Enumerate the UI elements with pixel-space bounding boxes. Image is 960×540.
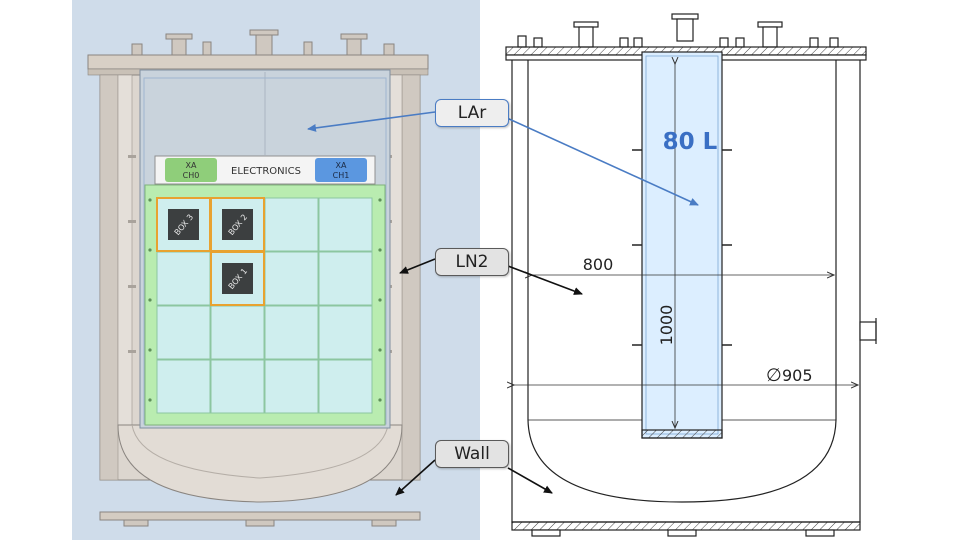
lar-arrow-right (506, 117, 699, 206)
grid-cell (210, 359, 265, 414)
sipm-box-outline (210, 251, 265, 306)
lar-arrow-left (307, 111, 436, 132)
wall-callout: Wall (435, 440, 509, 468)
technical-drawing (505, 13, 877, 537)
grid-cell (264, 251, 319, 306)
grid-cell (210, 305, 265, 360)
frame-bolts (148, 198, 382, 402)
lar-callout: LAr (435, 99, 509, 127)
grid-cell (264, 197, 319, 252)
volume-label: 80 L (663, 129, 718, 155)
drawing-top-ports (517, 13, 839, 48)
xa-ch1-line1: XA (336, 161, 347, 170)
electronics-label: ELECTRONICS (231, 166, 301, 177)
xa-ch1-line2: CH1 (333, 171, 350, 180)
width-value: 800 (583, 255, 614, 274)
grid-cell (318, 251, 373, 306)
ln2-callout: LN2 (435, 248, 509, 276)
grid-cell (318, 359, 373, 414)
grid-cell (156, 305, 211, 360)
wall-arrow-left (395, 459, 436, 496)
top-ports (131, 29, 395, 57)
diameter-symbol: ∅ (766, 365, 782, 386)
sipm-box (222, 209, 253, 240)
ln2-arrow-left (399, 258, 436, 274)
xa-ch0-line1: XA (186, 161, 197, 170)
lar-column (641, 51, 723, 439)
xa-ch0-line2: CH0 (183, 171, 200, 180)
drawing-dome (527, 419, 837, 503)
grid-cell (156, 251, 211, 306)
xa-ch0-module (165, 158, 217, 182)
grid-cell (318, 305, 373, 360)
grid-cell (264, 359, 319, 414)
grid-cell (318, 197, 373, 252)
wall-arrow-right (507, 467, 553, 494)
diameter-value: 905 (782, 366, 813, 385)
bottom-flange (99, 511, 421, 521)
electronics-bar: XA CH0 ELECTRONICS XA CH1 (154, 155, 376, 185)
ln2-arrow-right (507, 265, 583, 295)
xa-ch1-module (315, 158, 367, 182)
grid-cell (156, 359, 211, 414)
sipm-box (222, 263, 253, 294)
grid-cell (264, 305, 319, 360)
top-flange (87, 54, 429, 70)
sipm-box (168, 209, 199, 240)
height-value: 1000 (657, 305, 676, 346)
drawing-base (511, 521, 861, 531)
inner-dome (117, 424, 403, 503)
